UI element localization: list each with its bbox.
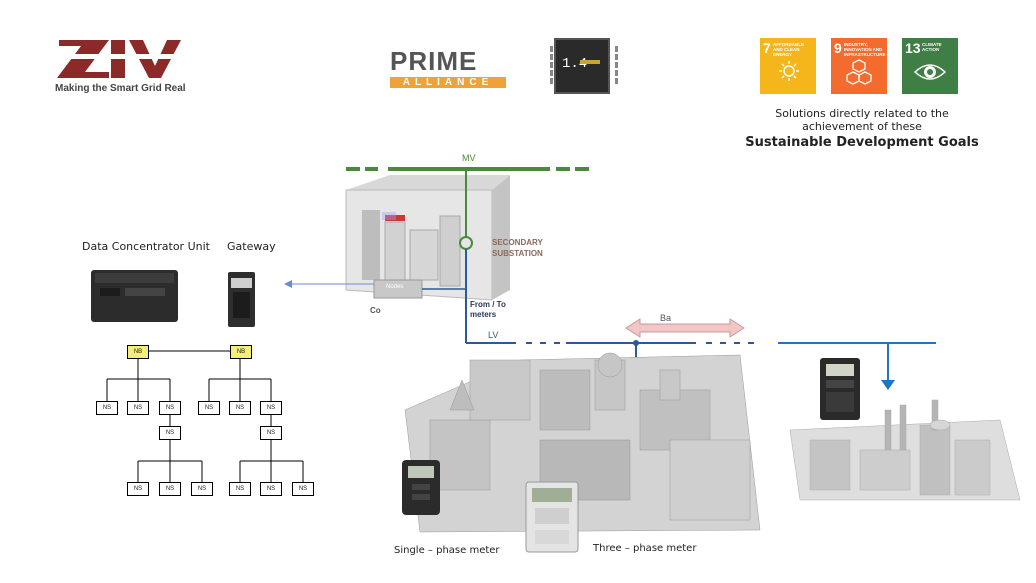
tree-node-nb-right: NB (230, 345, 252, 359)
alliance-text: ALLIANCE (390, 77, 506, 88)
tree-node-ns: NS (159, 482, 181, 496)
tree-node-ns: NS (260, 426, 282, 440)
prime-text: PRIME (390, 46, 478, 76)
single-phase-meter (402, 460, 440, 515)
cubes-icon (846, 59, 872, 85)
eye-earth-icon (914, 64, 946, 80)
sdg-13-icon: 13 CLIMATE ACTION (902, 38, 958, 94)
dcu-label: Data Concentrator Unit (82, 240, 210, 253)
sdg-caption-line2: achievement of these (802, 120, 922, 133)
substation-box (345, 175, 510, 301)
sdg-7-icon: 7 AFFORDABLE AND CLEAN ENERGY (760, 38, 816, 94)
dcu-device (91, 270, 178, 322)
tree-connectors (106, 350, 304, 482)
tree-node-ns: NS (229, 401, 251, 415)
gateway-label: Gateway (227, 240, 276, 253)
tree-node-nb-left: NB (127, 345, 149, 359)
industrial-meter (820, 358, 860, 420)
mv-label: MV (462, 153, 476, 163)
lv-label: LV (488, 330, 499, 340)
single-meter-label: Single – phase meter (394, 545, 500, 556)
city-illustration (404, 352, 761, 533)
tree-node-ns: NS (260, 401, 282, 415)
chip-icon: 1.4 (550, 38, 618, 94)
ziv-logo: Making the Smart Grid Real (55, 36, 195, 94)
sdg-9-icon: 9 INDUSTRY, INNOVATION AND INFRASTRUCTUR… (831, 38, 887, 94)
three-meter-label: Three – phase meter (593, 543, 697, 554)
tree-node-ns: NS (96, 401, 118, 415)
sdg-caption-line3: Sustainable Development Goals (745, 135, 979, 150)
sdg-caption: Solutions directly related to the achiev… (742, 107, 982, 150)
from-to-label-2: meters (470, 310, 497, 319)
co-label: Co (370, 306, 381, 315)
bandwidth-arrow (625, 318, 745, 338)
tree-node-ns: NS (229, 482, 251, 496)
gateway-arrow (284, 280, 292, 288)
sun-icon (779, 61, 799, 81)
sdg-caption-line1: Solutions directly related to the (775, 107, 949, 120)
three-phase-meter (525, 481, 579, 553)
secondary-label-1: SECONDARY (492, 238, 543, 247)
secondary-label-2: SUBSTATION (492, 249, 543, 258)
tree-node-ns: NS (292, 482, 314, 496)
ziv-tagline: Making the Smart Grid Real (55, 83, 186, 94)
tree-node-ns: NS (260, 482, 282, 496)
ziv-logo-mark (55, 40, 195, 78)
prime-alliance-logo: PRIME ALLIANCE (390, 46, 506, 90)
from-to-label-1: From / To (470, 300, 506, 309)
tree-node-ns: NS (127, 482, 149, 496)
tree-node-ns: NS (159, 426, 181, 440)
tree-node-ns: NS (198, 401, 220, 415)
ba-label: Ba (660, 313, 672, 323)
tree-node-ns: NS (159, 401, 181, 415)
industry-illustration (789, 399, 1021, 501)
tree-node-ns: NS (191, 482, 213, 496)
nodes-label: Nodes (386, 284, 404, 290)
gateway-device (228, 272, 255, 327)
tree-node-ns: NS (127, 401, 149, 415)
